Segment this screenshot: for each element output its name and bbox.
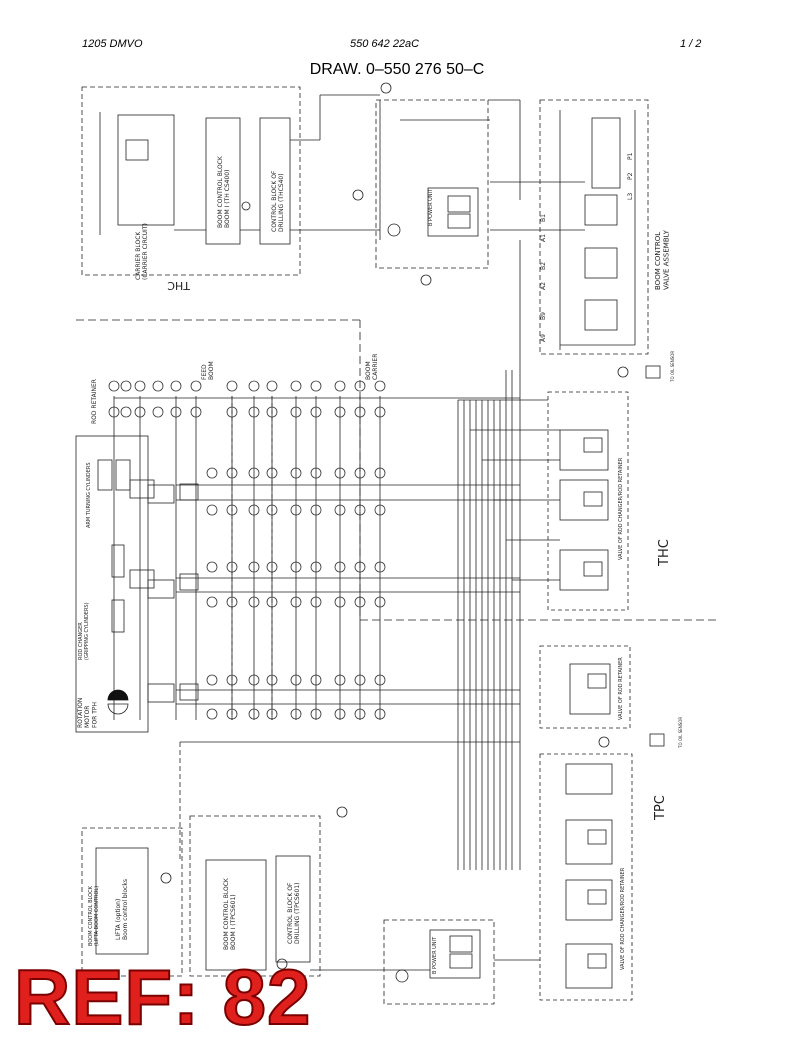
rotation-valve [147, 683, 175, 703]
port-b9: B9 [540, 312, 547, 320]
power-unit-bottom-frame [383, 919, 495, 1005]
port-p1: P1 [627, 152, 634, 160]
retainer-valve [147, 579, 175, 599]
carrier-valve [125, 139, 149, 161]
control-block-drilling-top-label: CONTROL BLOCK OFDRILLING (THCS40) [271, 170, 285, 232]
boom-control-block-bottom-label: BOOM CONTROL BLOCKBOOM I (TPCS601) [223, 877, 237, 950]
arm-turning-label: ARM TURNING CYLINDERS [86, 462, 92, 528]
tpc-mid-label: TPC [653, 795, 668, 821]
valve-rod-retainer-tpc-label: VALVE OF ROD RETAINER [618, 657, 624, 720]
ref-marker [241, 201, 251, 211]
lift-option-label: LIFTA (option)Boom control blocks [115, 879, 129, 940]
to-oil-sensor-mid: TO OIL SENSOR [678, 717, 683, 749]
tpc-retainer-frame [539, 645, 631, 729]
boom-control-block-top [205, 117, 241, 245]
tpc-valve-2 [565, 819, 613, 865]
valve-rod-changer-thc-label: VALVE OF ROD CHANGER/ROD RETAINER [618, 457, 624, 560]
control-block-drilling-bottom-label: CONTROL BLOCK OFDRILLING (TPCS601) [287, 882, 301, 944]
retainer-valve [147, 484, 175, 504]
tpc-bottom-frame [189, 815, 321, 977]
thc-top-frame [81, 86, 301, 276]
valve-section-3 [584, 299, 618, 331]
valve-section-2 [584, 247, 618, 279]
power-unit-top-frame [375, 99, 489, 269]
rod-changer-cylinder [111, 599, 125, 633]
port-a1: A1 [540, 234, 547, 242]
port-p2: P2 [627, 172, 634, 180]
retainer-valve [179, 573, 199, 591]
thc-top-label: THC [167, 279, 191, 292]
boom-control-block-bottom [205, 859, 267, 971]
drawing-title: DRAW. 0–550 276 50–C [309, 61, 485, 78]
rod-changer-valve-1 [559, 429, 609, 471]
oil-sensor-mid [649, 733, 665, 747]
ref-marker [352, 189, 364, 201]
lift-option-block [95, 847, 149, 955]
header-left: 1205 DMVO [82, 38, 143, 50]
rod-retainer-label: ROD RETAINER [91, 379, 98, 424]
valve-section-1 [584, 194, 618, 226]
arm-turning-cylinder [97, 459, 113, 491]
control-block-drilling-top [259, 117, 291, 245]
ref-marker [420, 274, 432, 286]
ref-marker [160, 872, 172, 884]
port-b1: B1 [540, 214, 547, 222]
rod-changer-label: ROD CHANGER(GRIPPING CYLINDERS) [78, 602, 90, 660]
ref-stamp: REF: 82 [13, 953, 312, 1041]
ref-circles [108, 380, 386, 720]
ref-number-grid [113, 396, 520, 720]
port-l3: L3 [627, 193, 634, 200]
valve-top [591, 117, 621, 189]
arm-turning-cylinder [115, 459, 131, 491]
boom-control-block-top-label: BOOM CONTROL BLOCKBOOM I (TH CS400) [217, 155, 231, 228]
valve-rod-changer-tpc-label: VALVE OF ROD CHANGER/ROD RETAINER [620, 867, 626, 970]
rod-changer-cylinder [111, 544, 125, 578]
power-unit-bottom-label: B POWER UNIT [432, 936, 438, 974]
gripping-valve [129, 479, 155, 499]
boom-control-valve-frame [539, 99, 649, 355]
pump-icon [387, 223, 401, 237]
port-a9: A9 [540, 334, 547, 342]
retainer-valve [179, 483, 199, 501]
port-b2: B2 [540, 262, 547, 270]
ref-marker [336, 806, 348, 818]
header-center: 550 642 22aC [350, 38, 420, 50]
power-unit-top-label: B POWER UNIT [428, 188, 434, 226]
port-a2: A2 [540, 282, 547, 290]
oil-sensor-top [645, 365, 661, 379]
rod-retainer-valve-tpc [569, 663, 611, 715]
tpc-rod-changer-frame [539, 753, 633, 1001]
boom-carrier-label: BOOMCARRIER [365, 354, 379, 380]
thc-rod-changer-frame [547, 391, 629, 611]
tpc-valve-4 [565, 943, 613, 989]
bus-lines [457, 240, 560, 870]
ref-marker [617, 366, 629, 378]
to-oil-sensor-top: TO OIL SENSOR [670, 351, 675, 383]
lift-option-frame [81, 827, 183, 977]
thc-mid-label: THC [657, 539, 672, 567]
rotation-valve [179, 683, 199, 701]
control-block-drilling-bottom [275, 855, 311, 963]
tpc-valve-1 [565, 763, 613, 795]
ref-marker [380, 82, 392, 94]
ref-marker [276, 958, 288, 970]
carrier-block [117, 114, 175, 226]
rotation-motor-icon [107, 689, 129, 701]
boom-control-valve-label: BOOM CONTROLVALVE ASSEMBLY [654, 229, 670, 290]
tpc-valve-3 [565, 879, 613, 921]
rod-changer-valve-3 [559, 549, 609, 591]
power-unit-top [427, 187, 479, 237]
feed-boom-label: FEEDBOOM [201, 361, 215, 380]
pump-icon [395, 969, 409, 983]
boom-control-block-left-label: BOOM CONTROL BLOCK(LIFTA BOOM CONTROL) [88, 885, 100, 946]
rotation-motor-label: ROTATIONMOTORFOR TPH [77, 698, 98, 728]
power-unit-bottom [429, 929, 481, 979]
header-page: 1 / 2 [680, 38, 702, 50]
gripping-valve [129, 569, 155, 589]
ref-marker [598, 736, 610, 748]
carrier-block-label: CARRIER BLOCK(CARRIER CIRCUIT) [135, 223, 149, 280]
